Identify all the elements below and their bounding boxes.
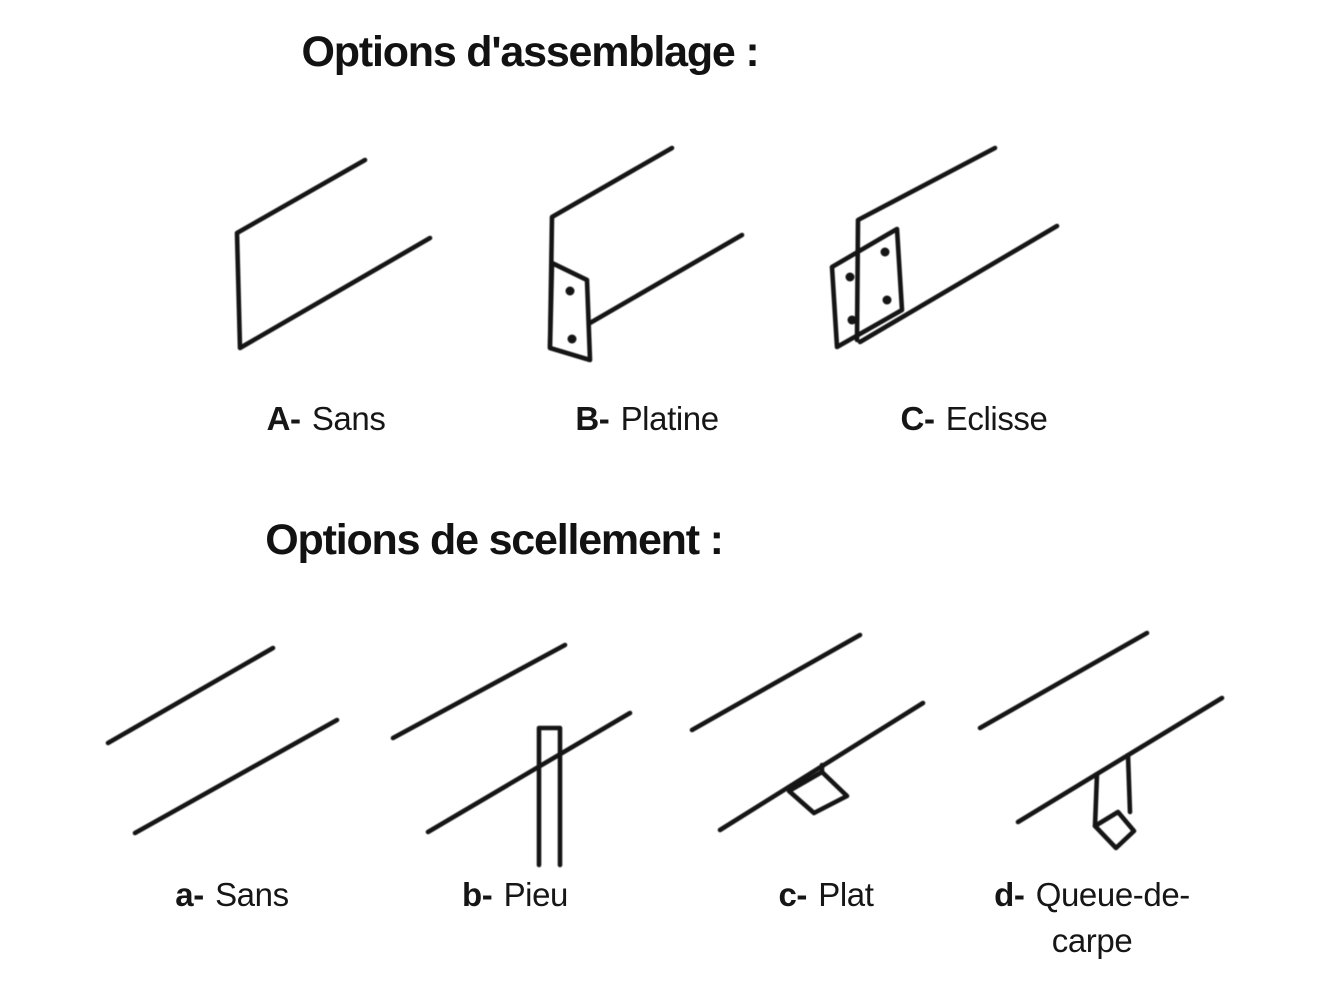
sealing-option-label-pieu: b- Pieu bbox=[462, 872, 568, 918]
option-word: Eclisse bbox=[945, 400, 1048, 437]
assembly-splice-plate-icon bbox=[829, 145, 1060, 350]
option-key: A- bbox=[266, 400, 301, 437]
sealing-plain-rail-icon bbox=[105, 645, 340, 836]
option-key: B- bbox=[575, 400, 610, 437]
sealing-option-label-plat: c- Plat bbox=[778, 872, 873, 918]
option-key: d- bbox=[994, 876, 1025, 913]
option-key: a- bbox=[175, 876, 204, 913]
option-word: Sans bbox=[215, 876, 289, 913]
sealing-section-title: Options de scellement : bbox=[265, 516, 724, 564]
option-key: C- bbox=[900, 400, 935, 437]
assembly-plain-strip-icon bbox=[234, 157, 433, 351]
assembly-section-title: Options d'assemblage : bbox=[301, 28, 760, 76]
assembly-option-label-sans: A- Sans bbox=[267, 396, 386, 442]
sealing-stake-icon bbox=[390, 642, 633, 868]
option-word: Pieu bbox=[503, 876, 569, 913]
option-word: Plat bbox=[818, 876, 874, 913]
option-word: Queue-de-carpe bbox=[1035, 876, 1191, 959]
sealing-option-label-queue-de-carpe: d- Queue-de-carpe bbox=[983, 872, 1201, 963]
option-key: c- bbox=[778, 876, 808, 913]
option-key: b- bbox=[461, 876, 493, 913]
option-word: Platine bbox=[620, 400, 720, 437]
assembly-end-plate-icon bbox=[547, 145, 745, 363]
assembly-option-label-platine: B- Platine bbox=[575, 396, 720, 442]
assembly-option-label-eclisse: C- Eclisse bbox=[901, 396, 1048, 442]
sealing-option-label-sans: a- Sans bbox=[175, 872, 289, 918]
sealing-flat-tab-icon bbox=[689, 632, 926, 833]
option-word: Sans bbox=[311, 400, 386, 437]
sealing-fishtail-tab-icon bbox=[977, 630, 1225, 851]
